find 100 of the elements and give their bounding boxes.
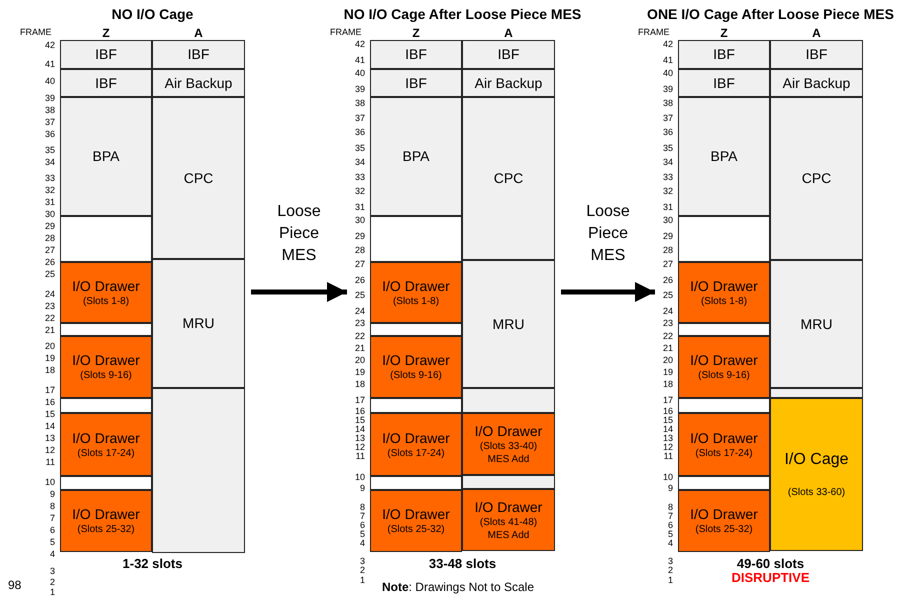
frame-number: 21	[662, 343, 673, 353]
frame-number: 24	[44, 289, 55, 299]
frame-number: 1	[668, 575, 673, 585]
frame-number: 33	[354, 172, 365, 182]
rack-unit-box	[152, 388, 245, 553]
empty-slot-box	[370, 323, 462, 336]
frame-number: 40	[662, 68, 673, 78]
frame-number: 26	[662, 275, 673, 285]
frame-number: 19	[354, 367, 365, 377]
column-heading: Z	[720, 26, 728, 40]
frame-number: 35	[44, 145, 55, 155]
frame-number: 16	[44, 397, 55, 407]
frame-number: 40	[44, 76, 55, 86]
frame-number: 13	[44, 433, 55, 443]
rack-unit-box: IBF	[678, 40, 770, 69]
frame-number: 31	[662, 202, 673, 212]
slot-count: 49-60 slots	[736, 556, 804, 571]
column-heading: Z	[102, 26, 110, 40]
drawer-box: I/O Drawer (Slots 41-48) MES Add	[462, 489, 555, 551]
frame-number: 28	[354, 245, 365, 255]
frame-number: 11	[46, 457, 55, 467]
frame-number: 5	[360, 529, 365, 539]
frame-number: 22	[44, 313, 55, 323]
edge-label: Loose Piece MES	[585, 202, 631, 266]
column-heading: FRAME	[20, 27, 52, 37]
column-heading: Z	[412, 26, 420, 40]
rack-unit-box: IBF	[370, 40, 462, 69]
slot-count: 1-32 slots	[122, 556, 182, 571]
note-text: Note: Drawings Not to Scale	[382, 580, 534, 594]
frame-number: 42	[662, 39, 673, 49]
frame-number: 38	[44, 105, 55, 115]
drawer-box: I/O Drawer (Slots 17-24)	[370, 413, 462, 476]
empty-slot-box	[60, 216, 152, 262]
frame-number: 23	[354, 318, 365, 328]
frame-number: 36	[662, 127, 673, 137]
edge-label: Loose Piece MES	[276, 202, 322, 266]
rack-unit-box: Air Backup	[152, 69, 245, 97]
slot-count: 33-48 slots	[428, 556, 496, 571]
rack-unit-box	[770, 388, 863, 398]
frame-number: 27	[354, 259, 365, 269]
column-heading: FRAME	[638, 27, 670, 37]
frame-number: 10	[44, 477, 55, 487]
frame-number: 37	[44, 117, 55, 127]
frame-number: 15	[354, 415, 365, 425]
frame-number: 36	[354, 127, 365, 137]
frame-number: 31	[44, 197, 55, 207]
rack-unit-box: BPA	[60, 97, 152, 216]
empty-slot-box	[370, 216, 462, 262]
frame-number: 30	[44, 209, 55, 219]
frame-number: 35	[662, 143, 673, 153]
drawer-box: I/O Drawer (Slots 9-16)	[678, 336, 770, 398]
frame-number: 2	[360, 565, 365, 575]
frame-number: 8	[360, 502, 365, 512]
rack-unit-box: CPC	[152, 97, 245, 259]
frame-number: 14	[44, 421, 55, 431]
frame-number: 21	[354, 343, 365, 353]
rack-unit-box: MRU	[462, 260, 555, 388]
frame-number: 7	[668, 511, 673, 521]
rack-unit-box: IBF	[60, 40, 152, 69]
frame-number: 25	[354, 290, 365, 300]
arrow	[251, 282, 347, 302]
frame-number: 41	[44, 59, 55, 69]
drawer-box: I/O Drawer (Slots 1-8)	[60, 262, 152, 323]
column-heading: A	[194, 26, 203, 40]
rack-unit-box: MRU	[770, 260, 863, 388]
rack-unit-box: IBF	[462, 40, 555, 69]
frame-number: 4	[668, 538, 673, 548]
frame-number: 18	[44, 365, 55, 375]
column-heading: A	[812, 26, 821, 40]
frame-number: 13	[354, 433, 365, 443]
frame-number: 3	[360, 556, 365, 566]
page-number: 98	[8, 578, 22, 592]
frame-number: 22	[662, 331, 673, 341]
rack-unit-box: BPA	[678, 97, 770, 216]
frame-number: 10	[354, 472, 365, 482]
frame-number: 28	[662, 245, 673, 255]
frame-number: 28	[44, 233, 55, 243]
frame-number: 38	[354, 98, 365, 108]
frame-number: 7	[50, 513, 55, 523]
frame-number: 11	[356, 451, 365, 461]
frame-number: 6	[668, 520, 673, 530]
empty-slot-box	[678, 323, 770, 336]
empty-slot-box	[678, 216, 770, 262]
drawer-box: I/O Drawer (Slots 17-24)	[678, 413, 770, 476]
frame-number: 30	[662, 215, 673, 225]
frame-number: 17	[44, 385, 55, 395]
rack-unit-box: MRU	[152, 259, 245, 388]
frame-number: 20	[662, 355, 673, 365]
frame-number: 16	[354, 406, 365, 416]
rack-unit-box: CPC	[462, 97, 555, 260]
frame-number: 17	[354, 395, 365, 405]
frame-number: 8	[668, 502, 673, 512]
frame-number: 41	[662, 55, 673, 65]
frame-number: 37	[662, 113, 673, 123]
frame-number: 2	[50, 577, 55, 587]
frame-number: 26	[44, 257, 55, 267]
frame-number: 27	[662, 259, 673, 269]
frame-number: 35	[354, 143, 365, 153]
frame-number: 1	[50, 587, 55, 597]
rack-unit-box: IBF	[770, 40, 863, 69]
